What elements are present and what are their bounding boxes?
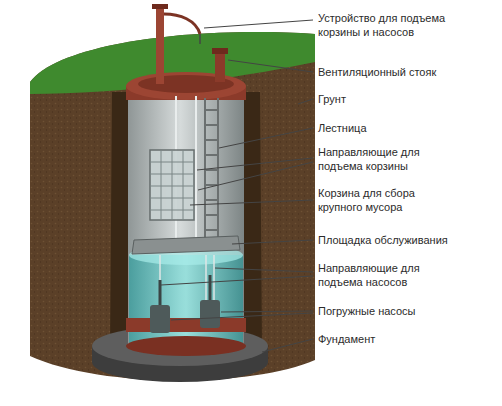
callout-label: Площадка обслуживания: [318, 233, 448, 247]
basket: [150, 150, 194, 220]
ladder: [205, 98, 218, 250]
pump-guides: [160, 255, 214, 305]
ground: [30, 32, 315, 381]
tank-rim-bottom: [126, 318, 246, 332]
callout-label: Направляющие для подъема насосов: [318, 261, 436, 289]
tank-base: [126, 336, 246, 356]
callout-label: Грунт: [318, 92, 346, 106]
vent-stack: [212, 48, 228, 82]
callout-label: Направляющие для подъема корзины: [318, 145, 436, 173]
callout-label: Устройство для подъема корзины и насосов: [318, 11, 463, 39]
callout-label: Вентиляционный стояк: [318, 65, 436, 79]
callout-label: Корзина для сбора крупного мусора: [318, 186, 436, 214]
service-platform: [132, 236, 240, 254]
leader-lines: [161, 20, 313, 352]
callout-label: Лестница: [318, 121, 367, 135]
tank-lid: [126, 72, 246, 100]
callout-label: Фундамент: [318, 332, 375, 346]
tank-body: [128, 88, 244, 346]
grass-top: [30, 32, 315, 94]
lifting-device: [152, 4, 200, 84]
callout-label: Погружные насосы: [318, 304, 416, 318]
